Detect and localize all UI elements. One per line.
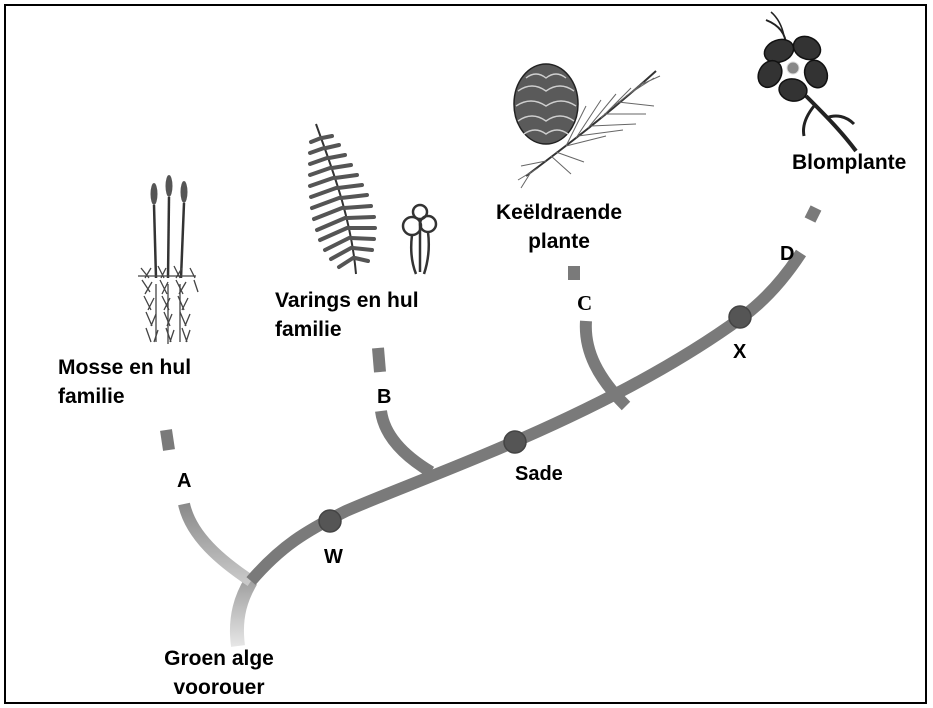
branch-letter-a: A xyxy=(177,470,191,492)
flower-illustration xyxy=(753,12,856,151)
branch-b xyxy=(381,411,431,472)
node-x xyxy=(729,306,751,328)
node-seeds xyxy=(504,431,526,453)
ferns-label-line2: familie xyxy=(275,318,342,341)
mosses-label-line1: Mosse en hul xyxy=(58,356,191,379)
tree-branches xyxy=(166,208,816,646)
branch-letter-b: B xyxy=(377,386,391,408)
node-label-w: W xyxy=(324,546,343,568)
branch-letter-d: D xyxy=(780,243,794,265)
group-labels: Mosse en hul familie Varings en hul fami… xyxy=(58,151,906,699)
mosses-label-line2: familie xyxy=(58,385,125,408)
ancestor-label-line2: voorouer xyxy=(173,676,264,699)
node-label-seeds: Sade xyxy=(515,463,563,485)
branch-d-dash xyxy=(810,208,816,220)
fern-illustration xyxy=(310,124,436,274)
plant-evolution-tree: Mosse en hul familie Varings en hul fami… xyxy=(6,6,925,702)
conifers-label-line1: Keëldraende xyxy=(496,201,622,224)
moss-illustration xyxy=(138,175,198,344)
diagram-frame: Mosse en hul familie Varings en hul fami… xyxy=(4,4,927,704)
ancestor-trunk xyxy=(237,581,251,646)
flowering-label: Blomplante xyxy=(792,151,906,174)
node-labels: W Sade X xyxy=(324,341,747,568)
node-label-x: X xyxy=(733,341,747,363)
conifers-label-line2: plante xyxy=(528,230,590,253)
branch-b-dash xyxy=(378,348,380,372)
ancestor-label-line1: Groen alge xyxy=(164,647,274,670)
ferns-label-line1: Varings en hul xyxy=(275,289,419,312)
conifer-illustration xyxy=(514,64,660,188)
branch-letter-c: C xyxy=(577,291,592,315)
node-w xyxy=(319,510,341,532)
branch-a xyxy=(184,504,251,581)
branch-a-dash xyxy=(166,430,169,450)
